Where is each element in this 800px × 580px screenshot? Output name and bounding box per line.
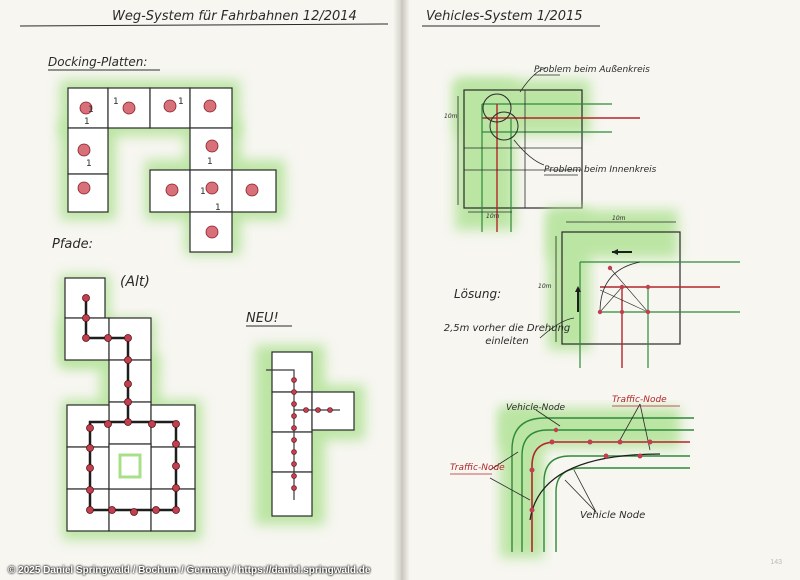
right-title: Vehicles-System 1/2015 [426,9,583,24]
left-title: Weg-System für Fahrbahnen 12/2014 [112,9,357,24]
nodes-diagram [489,403,694,552]
dim-label-problem-h: 10m [486,213,500,220]
docking-label: Docking-Platten: [48,55,147,69]
vehicle-node-label-2: Vehicle Node [580,510,645,521]
svg-text:1: 1 [84,117,90,127]
svg-text:1: 1 [86,159,92,169]
problem-outer-label: Problem beim Außenkreis [534,65,650,75]
solution-nodes [597,265,651,315]
alt-path-nodes [82,294,180,516]
alt-path-hole [118,453,142,479]
solution-note: 2,5m vorher die Drehung einleiten [443,323,571,347]
solution-diagram [539,221,740,368]
nodes-diagram-nodes [529,427,653,513]
svg-text:1: 1 [88,105,94,115]
dim-label-solution-v: 10m [538,283,552,290]
problem-inner-label: Problem beim Innenkreis [544,165,657,175]
svg-text:1: 1 [207,157,213,167]
solution-label: Lösung: [454,287,501,301]
docking-plate-grid [67,87,277,253]
neu-path-nodes [291,377,333,491]
title-underline [19,23,389,27]
vehicle-node-label: Vehicle-Node [506,403,566,413]
problem-diagram [457,67,640,232]
docking-tile-numbers: 1 1 1 1 1 1 1 1 [84,97,221,213]
alt-path-lines [84,298,178,512]
problem-green-wash [455,80,590,230]
alt-label: (Alt) [120,274,150,290]
solution-green-wash [548,210,678,350]
svg-text:1: 1 [113,97,119,107]
dim-label-solution-h: 10m [612,215,626,222]
traffic-node-left-label: Traffic-Node [450,463,505,473]
solution-note-text: 2,5m vorher die Drehung einleiten [443,323,571,347]
docking-nodes [77,99,259,239]
notebook-gutter [393,0,409,580]
neu-label: NEU! [246,311,279,326]
page-number: 143 [770,559,782,566]
copyright-notice: © 2025 Daniel Springwald / Bochum / Germ… [8,565,371,576]
svg-text:1: 1 [200,187,206,197]
paths-label: Pfade: [52,237,93,252]
traffic-node-label: Traffic-Node [612,395,667,405]
dim-label-problem-v: 10m [444,113,458,120]
svg-text:1: 1 [178,97,184,107]
svg-text:1: 1 [215,203,221,213]
